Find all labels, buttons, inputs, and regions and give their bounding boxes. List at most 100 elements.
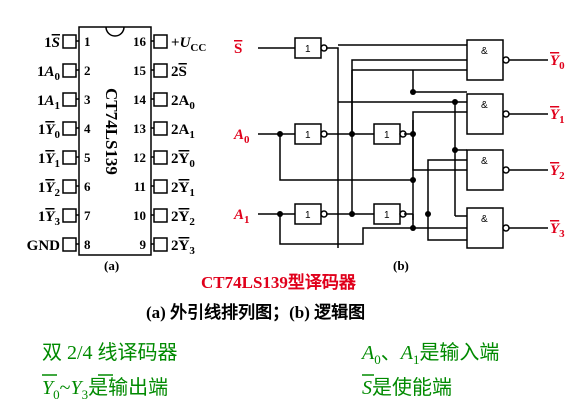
pin-label: 2A1 <box>171 122 195 141</box>
pin-number: 16 <box>133 34 147 49</box>
left-pin-6: 6 1Y2 <box>38 179 91 199</box>
input-label-1: A0 <box>233 127 250 146</box>
left-pin-5: 5 1Y1 <box>38 150 91 170</box>
note-inputs: A0、A1是输入端 <box>360 341 499 367</box>
pin-label: 2Y1 <box>171 180 195 199</box>
right-pin-11: 11 2Y1 <box>134 179 195 199</box>
pin-square <box>153 92 168 107</box>
pin-number: 4 <box>84 121 91 136</box>
left-pin-7: 7 1Y3 <box>38 208 91 228</box>
input-label-0: S <box>234 41 242 57</box>
pin-number: 14 <box>133 92 147 107</box>
logic-label: (b) <box>393 258 409 273</box>
pin-square <box>62 208 77 223</box>
output-label-2: Y2 <box>550 163 565 182</box>
right-pin-14: 14 2A0 <box>133 92 195 112</box>
note-enable: S是使能端 <box>362 376 452 399</box>
pin-label: 1Y3 <box>38 209 61 228</box>
pin-number: 3 <box>84 92 91 107</box>
svg-text:1: 1 <box>305 130 311 141</box>
left-pin-3: 3 1A1 <box>37 92 91 112</box>
and-gate-1: & <box>466 93 510 135</box>
pin-square <box>62 150 77 165</box>
pin-number: 2 <box>84 63 91 78</box>
pin-square <box>153 150 168 165</box>
pin-label: 1Y1 <box>38 151 60 170</box>
pin-label: +UCC <box>171 35 206 54</box>
pin-square <box>153 121 168 136</box>
pin-label: 1Y0 <box>38 122 61 141</box>
left-pin-2: 2 1A0 <box>37 63 91 83</box>
chip-notch <box>105 26 125 37</box>
pin-number: 7 <box>84 208 91 223</box>
pin-square <box>62 63 77 78</box>
pin-number: 1 <box>84 34 91 49</box>
pin-number: 9 <box>140 237 147 252</box>
svg-text:&: & <box>481 156 488 167</box>
svg-text:&: & <box>481 46 488 57</box>
svg-text:&: & <box>481 214 488 225</box>
pin-square <box>62 92 77 107</box>
pin-number: 10 <box>133 208 146 223</box>
pin-label: 2Y0 <box>171 151 195 170</box>
pinout-label: (a) <box>104 258 119 273</box>
pin-number: 11 <box>134 179 146 194</box>
inverter-4: 1 <box>373 203 407 225</box>
pin-number: 5 <box>84 150 91 165</box>
wiring <box>258 44 467 248</box>
pin-square <box>153 34 168 49</box>
svg-text:1: 1 <box>384 210 390 221</box>
inverter-0: 1 <box>294 37 328 59</box>
pin-number: 15 <box>133 63 147 78</box>
svg-text:&: & <box>481 100 488 111</box>
pin-square <box>62 34 77 49</box>
note-outputs: Y0~Y3是输出端 <box>42 376 168 402</box>
pin-label: GND <box>27 238 61 254</box>
left-pin-1: 1 1S <box>44 34 90 51</box>
pin-square <box>153 237 168 252</box>
pin-label: 1S <box>44 35 60 51</box>
pin-label: 2A0 <box>171 93 195 112</box>
inverter-1: 1 <box>294 123 328 145</box>
notes: 双 2/4 线译码器 A0、A1是输入端 Y0~Y3是输出端 S是使能端 <box>42 341 499 402</box>
right-pin-12: 12 2Y0 <box>133 150 195 170</box>
right-pin-13: 13 2A1 <box>133 121 195 141</box>
pin-label: 1Y2 <box>38 180 61 199</box>
pin-square <box>62 121 77 136</box>
chip-name: CT74LS139 <box>102 88 121 175</box>
and-gates: & & & & <box>466 39 510 249</box>
output-label-1: Y1 <box>550 107 565 126</box>
pinout-diagram: CT74LS139 1 1S 2 1A0 3 1A1 4 1Y0 5 1Y1 6 1Y2 7 1Y3 8 GN… <box>27 26 206 273</box>
pin-label: 1A0 <box>37 64 61 83</box>
output-label-3: Y3 <box>550 221 565 240</box>
pin-square <box>62 179 77 194</box>
right-pin-16: 16 +UCC <box>133 34 206 54</box>
svg-text:1: 1 <box>305 44 311 55</box>
pin-label: 1A1 <box>37 93 60 112</box>
left-pin-4: 4 1Y0 <box>38 121 91 141</box>
inverter-2: 1 <box>294 203 328 225</box>
input-label-2: A1 <box>233 207 250 226</box>
chip-body <box>78 26 152 256</box>
pin-number: 13 <box>133 121 147 136</box>
pin-square <box>153 179 168 194</box>
and-gate-0: & <box>466 39 510 81</box>
inverters: 1 1 1 1 1 <box>294 37 407 225</box>
pin-square <box>153 208 168 223</box>
pin-number: 6 <box>84 179 91 194</box>
svg-text:1: 1 <box>384 130 390 141</box>
inverter-3: 1 <box>373 123 407 145</box>
right-pin-10: 10 2Y2 <box>133 208 195 228</box>
pin-number: 12 <box>133 150 146 165</box>
pin-number: 8 <box>84 237 91 252</box>
pin-square <box>62 237 77 252</box>
left-pin-8: 8 GND <box>27 237 91 254</box>
pin-label: 2Y2 <box>171 209 195 228</box>
figure-caption: (a) 外引线排列图；(b) 逻辑图 <box>146 302 365 322</box>
